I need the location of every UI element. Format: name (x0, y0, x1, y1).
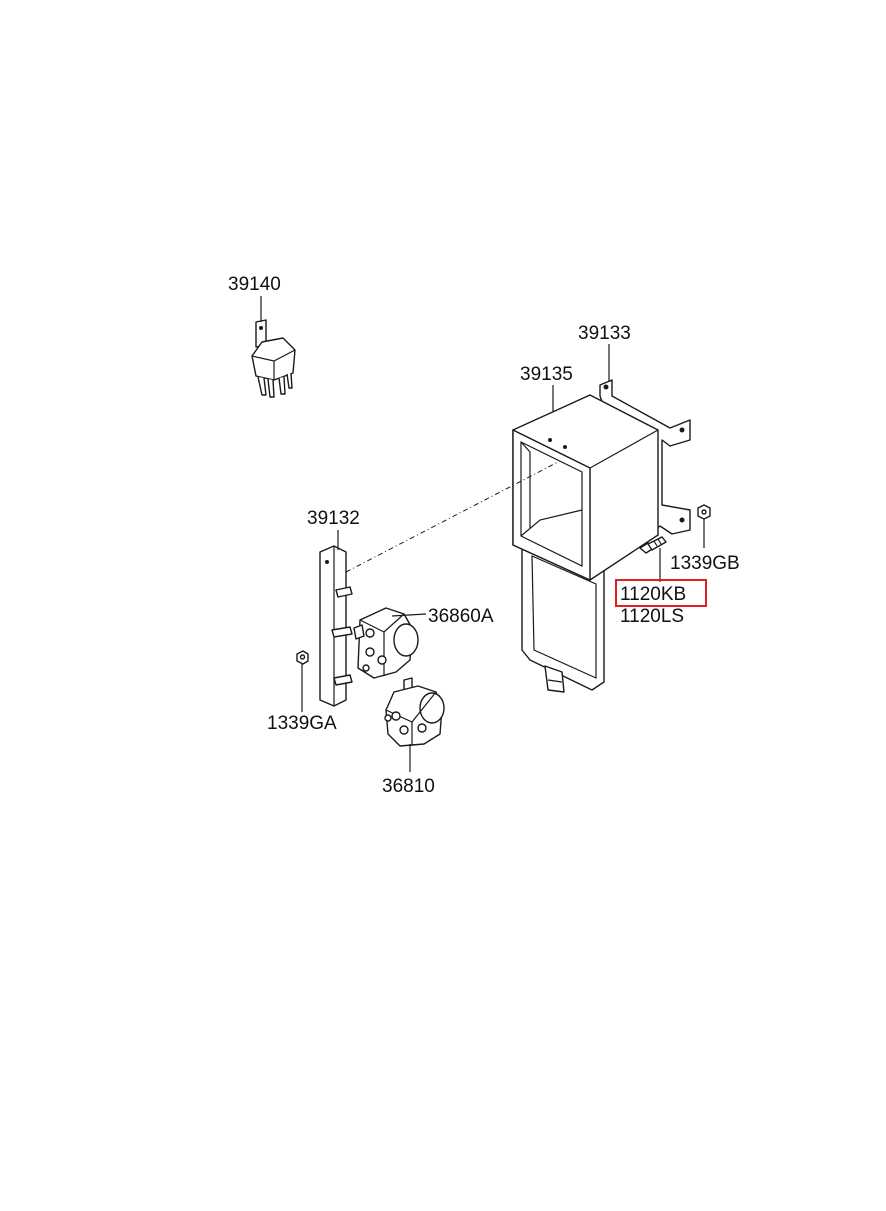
relay-39140 (251, 319, 296, 398)
label-39140: 39140 (228, 274, 281, 295)
label-39132: 39132 (307, 508, 360, 529)
highlight-box-1120KB (615, 579, 707, 607)
label-39133: 39133 (578, 323, 631, 344)
assembly-line (345, 461, 559, 573)
box-39135 (512, 394, 659, 693)
label-36810: 36810 (382, 776, 435, 797)
label-1339GA: 1339GA (267, 713, 337, 734)
bolt-1120KB (639, 536, 667, 554)
relay-block-36810 (384, 677, 445, 747)
label-1120LS: 1120LS (620, 606, 684, 627)
leader-36860A (391, 613, 427, 617)
label-36860A: 36860A (428, 606, 494, 627)
relay-block-36860A (353, 607, 419, 679)
label-39135: 39135 (520, 364, 573, 385)
label-1120KB: 1120KB (620, 584, 686, 605)
nut-1339GA (296, 650, 309, 665)
bracket-39132 (319, 545, 353, 707)
nut-1339GB (697, 504, 711, 520)
label-1339GB: 1339GB (670, 553, 740, 574)
